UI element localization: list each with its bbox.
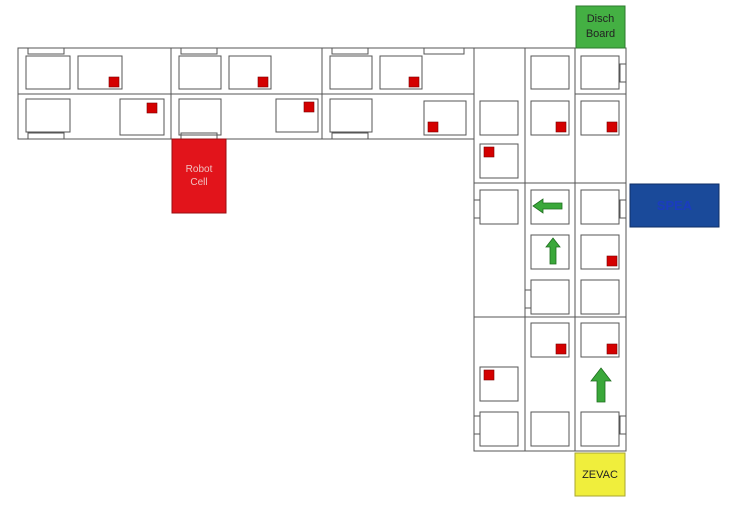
- board-markers: [108, 76, 618, 381]
- module-tab: [27, 132, 65, 140]
- station-box: [479, 143, 519, 179]
- module-tab: [619, 199, 627, 219]
- station-box: [479, 100, 519, 136]
- station-box: [580, 279, 620, 315]
- robot-cell-label-line1: Robot: [186, 164, 213, 175]
- red-square-marker: [606, 343, 618, 355]
- robot-cell-rect: [171, 138, 227, 214]
- red-square-marker: [257, 76, 269, 88]
- station-box: [423, 100, 467, 136]
- red-square-marker: [483, 146, 495, 158]
- station-box: [479, 366, 519, 402]
- disch-board-label-line2: Board: [586, 28, 615, 40]
- red-square-marker: [483, 369, 495, 381]
- station-box: [479, 189, 519, 225]
- station-box: [530, 189, 570, 225]
- station-box: [580, 100, 620, 136]
- station-box: [25, 98, 71, 133]
- station-box: [580, 234, 620, 270]
- station-box: [580, 55, 620, 90]
- flow-arrows: [532, 198, 612, 403]
- disch-board-box: Disch Board: [575, 5, 626, 49]
- module-tab: [27, 47, 65, 55]
- station-box: [228, 55, 272, 90]
- station-box: [530, 100, 570, 136]
- station-box: [580, 322, 620, 358]
- module-tab: [331, 132, 369, 140]
- red-square-marker: [303, 101, 315, 113]
- station-box: [530, 234, 570, 270]
- station-box: [275, 98, 319, 133]
- zevac-label: ZEVAC: [582, 469, 618, 481]
- arrow-left-icon: [532, 198, 563, 214]
- station-box: [329, 55, 373, 90]
- station-box: [530, 322, 570, 358]
- station-box: [530, 279, 570, 315]
- station-box: [25, 55, 71, 90]
- zevac-rect: [574, 452, 626, 497]
- arrow-up-icon: [545, 237, 561, 265]
- spea-box: SPEA: [629, 183, 720, 228]
- station-box: [530, 55, 570, 90]
- station-box: [119, 98, 165, 136]
- station-box: [178, 98, 222, 136]
- module-tab: [180, 47, 218, 55]
- module-tab: [331, 47, 369, 55]
- spea-label: SPEA: [657, 198, 693, 213]
- red-square-marker: [555, 343, 567, 355]
- station-box: [77, 55, 123, 90]
- station-box: [530, 411, 570, 447]
- red-square-marker: [427, 121, 439, 133]
- red-square-marker: [606, 255, 618, 267]
- red-square-marker: [146, 102, 158, 114]
- module-tab: [423, 47, 465, 55]
- red-square-marker: [606, 121, 618, 133]
- station-box: [178, 55, 222, 90]
- station-box: [329, 98, 373, 133]
- station-box: [580, 411, 620, 447]
- zevac-box: ZEVAC: [574, 452, 626, 497]
- red-square-marker: [555, 121, 567, 133]
- red-square-marker: [108, 76, 120, 88]
- station-box: [379, 55, 423, 90]
- spea-rect: [629, 183, 720, 228]
- station-box: [479, 411, 519, 447]
- disch-board-label-line1: Disch: [587, 13, 615, 25]
- module-tab: [619, 415, 627, 435]
- horizontal-line-section: [17, 47, 475, 140]
- robot-cell-label-line2: Cell: [190, 177, 207, 188]
- red-square-marker: [408, 76, 420, 88]
- arrow-up-icon: [590, 367, 612, 403]
- module-tab: [619, 63, 627, 83]
- disch-board-rect: [575, 5, 626, 49]
- robot-cell-box: Robot Cell: [171, 138, 227, 214]
- station-box: [580, 189, 620, 225]
